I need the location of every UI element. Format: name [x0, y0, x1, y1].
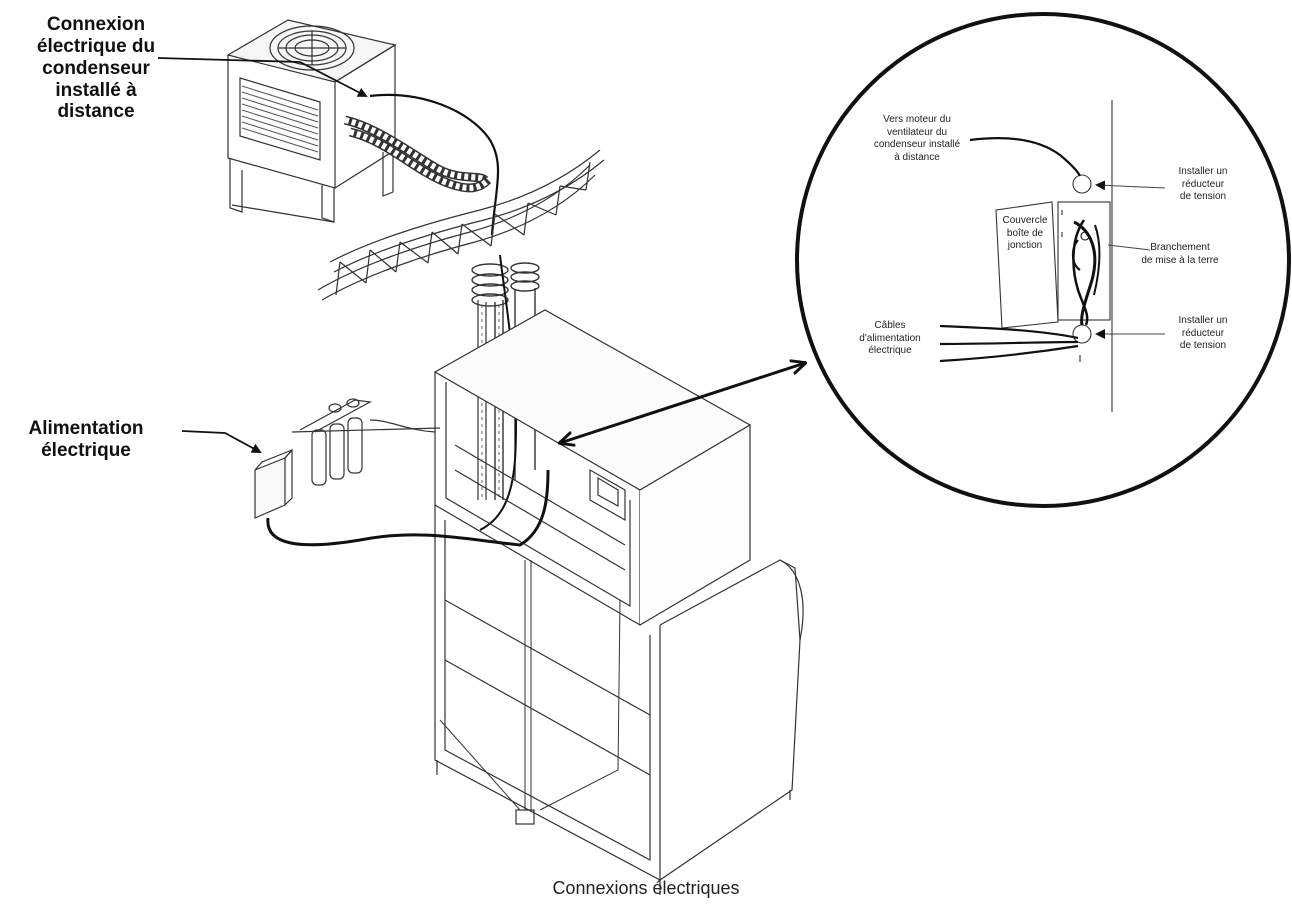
strain-relief-top-label: Installer un réducteur de tension: [1178, 166, 1228, 202]
fan-motor-label: Vers moteur du ventilateur du condenseur…: [873, 114, 961, 163]
ceiling-truss: [317, 149, 605, 301]
ground-connection-label: Branchement de mise à la terre: [1141, 242, 1219, 266]
condenser-label-pointer: [157, 57, 368, 97]
power-label-pointer: [181, 430, 262, 453]
detail-arrow: [560, 363, 805, 443]
condenser-lines: [343, 93, 500, 236]
water-filters: [291, 398, 441, 486]
junction-detail: [995, 100, 1113, 412]
power-wires-detail: [939, 324, 1079, 363]
ice-bin: [434, 505, 804, 895]
strain-relief-bottom-label: Installer un réducteur de tension: [1178, 315, 1228, 351]
power-box: [254, 448, 293, 519]
power-cable: [266, 469, 550, 547]
detail-pointers: [1095, 180, 1166, 339]
power-cables-label: Câbles d'alimentation électrique: [859, 320, 921, 356]
junction-cover-label: Couvercle boîte de jonction: [1002, 215, 1048, 251]
remote-condenser-unit: [226, 19, 397, 223]
power-supply-label: Alimentation électrique: [28, 418, 144, 461]
figure-caption: Connexions électriques: [552, 878, 740, 898]
remote-condenser-label: Connexion électrique du condenseur insta…: [36, 14, 156, 123]
fan-motor-wire: [969, 137, 1081, 177]
